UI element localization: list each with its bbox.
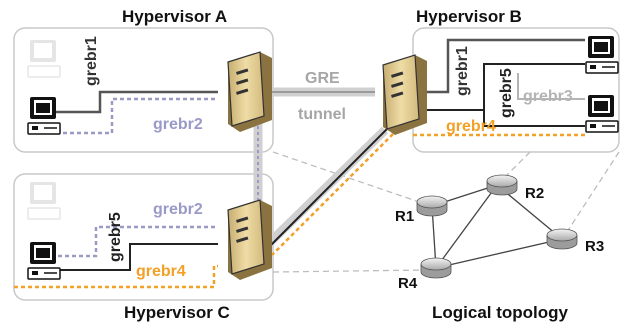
tunnel-label-gre: GRE (305, 70, 340, 87)
router-label-r2: R2 (525, 185, 544, 202)
server-a-icon (227, 51, 272, 132)
bridge-label-grebr5: grebr5 (107, 212, 124, 262)
server-b-icon (382, 54, 427, 135)
mapping-dashes (272, 151, 620, 273)
router-r3-icon (546, 228, 578, 250)
gre-tunnel-bc (258, 126, 394, 256)
router-r1-icon (416, 195, 448, 217)
tunnel-label-tunnel: tunnel (298, 106, 346, 123)
hypervisor-c-title: Hypervisor C (124, 303, 230, 322)
bridge-label-grebr2: grebr2 (153, 201, 203, 218)
router-label-r1: R1 (395, 208, 414, 225)
computer-icon (585, 35, 619, 74)
b-links (413, 38, 585, 137)
computer-icon (27, 96, 61, 135)
router-r4-icon (420, 257, 452, 279)
server-c-icon (227, 199, 272, 280)
bridge-label-grebr4: grebr4 (136, 263, 186, 280)
c-links (14, 225, 218, 289)
bridge-label-grebr5: grebr5 (498, 68, 515, 118)
computer-icon (27, 241, 61, 280)
bridge-label-grebr4: grebr4 (446, 118, 496, 135)
bridge-label-grebr3: grebr3 (523, 88, 573, 105)
faded-computer-icon (27, 39, 61, 78)
a-links (56, 90, 218, 135)
router-label-r3: R3 (585, 238, 604, 255)
router-label-r4: R4 (398, 275, 418, 292)
bridge-label-grebr1: grebr1 (83, 36, 100, 86)
logical-topology-title: Logical topology (432, 303, 569, 322)
faded-computer-icon (27, 181, 61, 220)
bridge-label-grebr1: grebr1 (454, 46, 471, 96)
hypervisor-a-title: Hypervisor A (122, 7, 227, 26)
bridge-label-grebr2: grebr2 (153, 116, 203, 133)
router-r2-icon (486, 174, 518, 196)
hypervisor-b-title: Hypervisor B (416, 7, 522, 26)
computer-icon (585, 94, 619, 133)
